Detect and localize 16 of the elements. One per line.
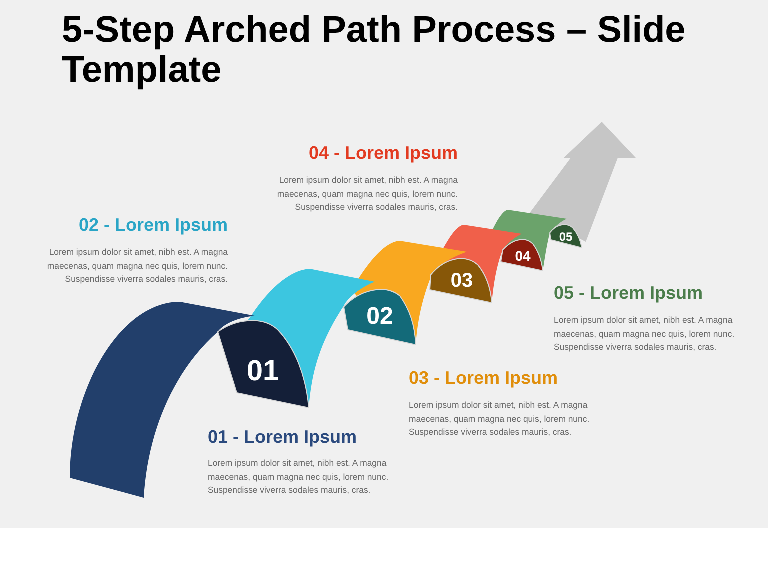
step-heading: 03 - Lorem Ipsum	[409, 368, 558, 389]
step-heading: 02 - Lorem Ipsum	[78, 215, 228, 236]
step-heading: 01 - Lorem Ipsum	[208, 427, 358, 448]
step-heading: 05 - Lorem Ipsum	[554, 283, 704, 304]
step-number: 03	[450, 271, 474, 291]
step-description: Lorem ipsum dolor sit amet, nibh est. A magna maecenas, quam magna nec quis, lorem nunc. Suspendisse viverra sodales mauris, cras.	[554, 314, 736, 354]
step-description: Lorem ipsum dolor sit amet, nibh est. A magna maecenas, quam magna nec quis, lorem nunc. Suspendisse viverra sodales mauris, cras.	[409, 399, 591, 439]
step-number: 02	[366, 305, 394, 329]
step-description: Lorem ipsum dolor sit amet, nibh est. A magna maecenas, quam magna nec quis, lorem nunc. Suspendisse viverra sodales mauris, cras.	[276, 174, 458, 214]
slide-title: 5-Step Arched Path Process – Slide Template	[62, 10, 687, 90]
step-heading: 04 - Lorem Ipsum	[308, 143, 458, 164]
step-description: Lorem ipsum dolor sit amet, nibh est. A magna maecenas, quam magna nec quis, lorem nunc. Suspendisse viverra sodales mauris, cras.	[208, 457, 390, 497]
step-description: Lorem ipsum dolor sit amet, nibh est. A magna maecenas, quam magna nec quis, lorem nunc. Suspendisse viverra sodales mauris, cras.	[46, 246, 228, 286]
step-number: 04	[515, 249, 531, 263]
step-number: 05	[559, 231, 573, 243]
step-number: 01	[246, 358, 280, 386]
